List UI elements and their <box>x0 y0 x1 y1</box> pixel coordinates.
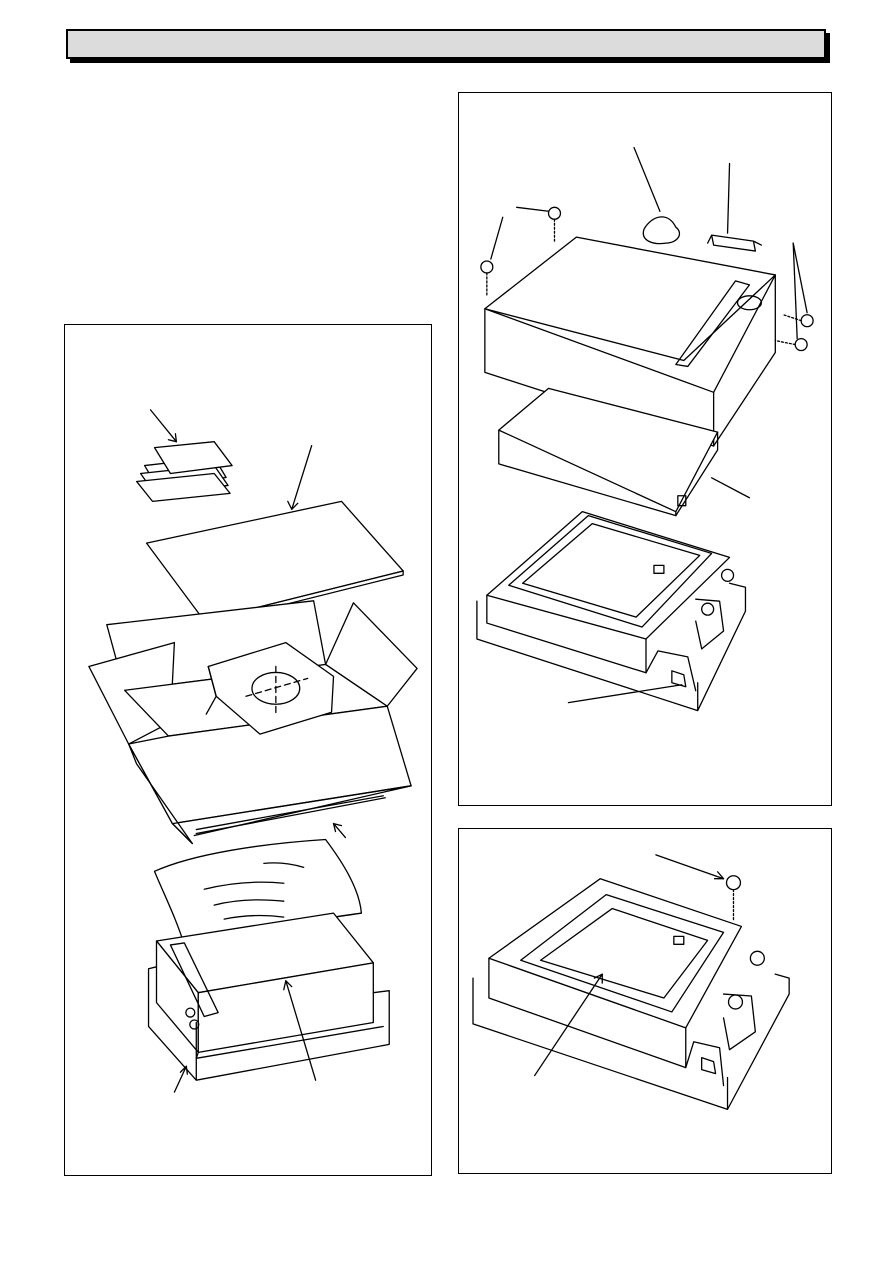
fixings-bag-icon <box>634 148 679 244</box>
base-unit-icon <box>473 879 789 1110</box>
carton-box-icon <box>89 601 417 844</box>
unit-in-tray-icon <box>149 913 390 1092</box>
figure-cover-screw <box>458 828 832 1174</box>
section-header-bar <box>66 29 826 59</box>
figure-packaging-contents <box>64 324 432 1176</box>
inner-sleeve-icon <box>499 388 750 515</box>
base-unit-icon <box>477 512 746 711</box>
documents-pack-icon <box>137 410 232 502</box>
screw-icon <box>481 207 561 295</box>
case-removal-illustration <box>459 93 831 805</box>
screw-icon <box>656 855 741 921</box>
packaging-illustration <box>65 325 431 1175</box>
outer-case-icon <box>485 237 775 446</box>
bracket-icon <box>708 164 762 252</box>
cover-screw-illustration <box>459 829 831 1173</box>
figure-case-removal <box>458 92 832 806</box>
side-screws-icon <box>775 243 813 350</box>
